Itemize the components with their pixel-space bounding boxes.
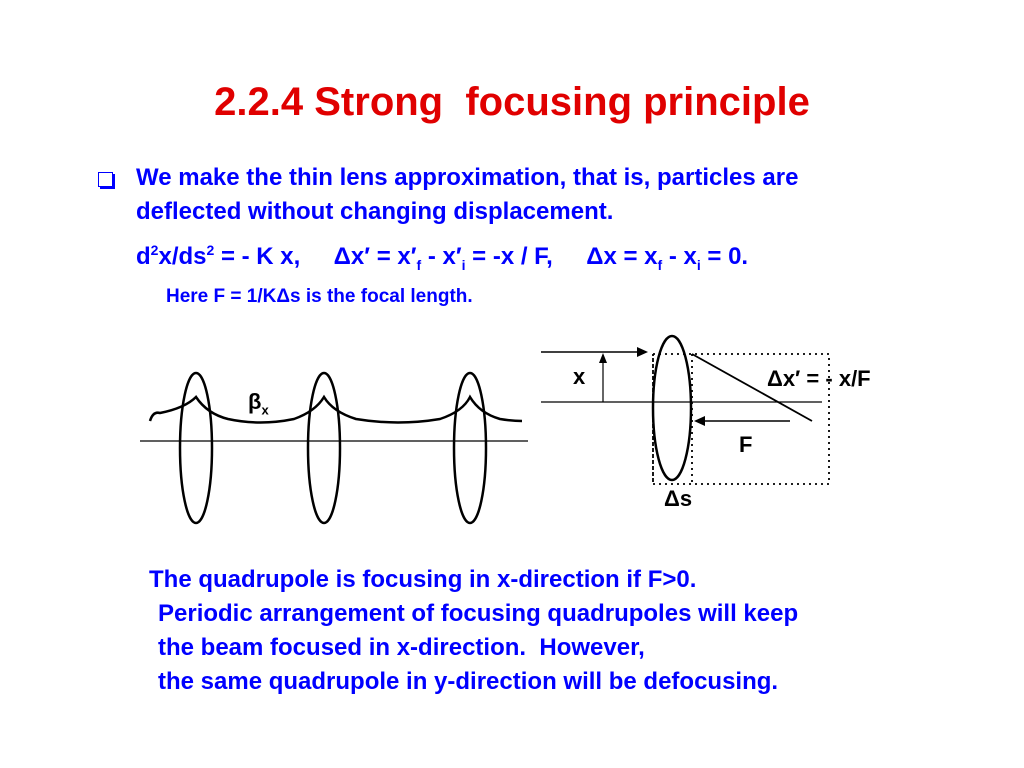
lens-ellipse [306, 371, 342, 525]
conclusion-line-1: The quadrupole is focusing in x-directio… [149, 566, 697, 593]
slide-title: 2.2.4 Strong focusing principle [214, 80, 810, 124]
beta-symbol: β [248, 389, 262, 414]
eq-part: d [136, 243, 151, 270]
equation-line: d2x/ds2 = - K x, Δx′ = x′f - x′i = -x / … [136, 242, 748, 273]
delta-s-label: Δs [664, 486, 693, 511]
beta-x-label: βx [248, 389, 269, 417]
lens-ellipse [651, 334, 693, 482]
lens-ellipse [452, 371, 488, 525]
eq-part: Δx = x [586, 243, 658, 270]
eq-part: - x [662, 243, 697, 270]
arrowhead-icon [637, 347, 648, 357]
eq-part: = - K x, [214, 243, 334, 270]
eq-part: x/ds [158, 243, 207, 270]
eq-sup: 2 [206, 242, 215, 258]
eq-part: = 0. [700, 243, 749, 270]
conclusion-line-4: the same quadrupole in y-direction will … [158, 668, 779, 695]
beta-subscript: x [261, 402, 269, 418]
lens-ellipse [178, 371, 214, 525]
x-label: x [573, 364, 586, 389]
eq-sub: f [416, 256, 422, 273]
delta-x-prime-label: Δx′ = - x/F [767, 366, 871, 391]
eq-part: - x′ [421, 243, 462, 270]
beta-function-figure [140, 371, 528, 525]
eq-part: = -x / F, [465, 243, 587, 270]
eq-sub: i [461, 256, 466, 273]
eq-part: Δx′ = x′ [333, 243, 417, 270]
arrowhead-icon [694, 416, 705, 426]
focal-length-note: Here F = 1/KΔs is the focal length. [166, 286, 473, 307]
arrowhead-icon [599, 353, 607, 363]
beta-curve [148, 394, 523, 424]
conclusion-line-3: the beam focused in x-direction. However… [158, 634, 645, 661]
eq-sup: 2 [150, 242, 159, 258]
conclusion-line-2: Periodic arrangement of focusing quadrup… [158, 600, 799, 627]
eq-sub: i [696, 256, 701, 273]
focal-length-label: F [739, 432, 753, 457]
bullet-line-2: deflected without changing displacement. [136, 198, 614, 225]
eq-sub: f [657, 256, 663, 273]
checkbox-bullet-icon [98, 172, 113, 187]
bullet-line-1: We make the thin lens approximation, tha… [136, 164, 799, 191]
thin-lens-figure [541, 334, 830, 485]
deflected-ray [691, 353, 813, 422]
